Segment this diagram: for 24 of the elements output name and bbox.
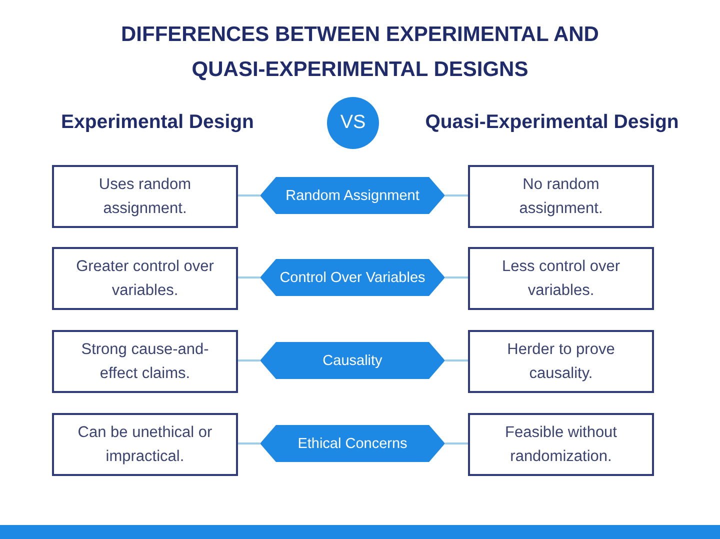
- comparison-box: Can be unethical or impractical.: [52, 413, 238, 476]
- title: DIFFERENCES BETWEEN EXPERIMENTAL AND QUASI-EXPERIMENTAL DESIGNS: [120, 22, 600, 83]
- connector-line: [238, 360, 260, 362]
- connector-line: [238, 276, 260, 278]
- connector-line: [445, 194, 468, 196]
- category-hexagon: Random Assignment: [260, 177, 445, 214]
- comparison-box: Uses random assignment.: [52, 165, 238, 228]
- comparison-box: Herder to prove causality.: [468, 330, 654, 393]
- connector-line: [238, 194, 260, 196]
- category-hexagon: Control Over Variables: [260, 259, 445, 296]
- category-hexagon: Causality: [260, 342, 445, 379]
- connector-line: [445, 442, 468, 444]
- category-hexagon: Ethical Concerns: [260, 425, 445, 462]
- connector-line: [238, 442, 260, 444]
- comparison-box: Strong cause-and-effect claims.: [52, 330, 238, 393]
- column-heading: Experimental Design: [60, 110, 255, 135]
- connector-line: [445, 360, 468, 362]
- vs-circle: VS: [327, 97, 379, 149]
- comparison-box: Feasible without randomization.: [468, 413, 654, 476]
- comparison-box: No random assignment.: [468, 165, 654, 228]
- comparison-box: Greater control over variables.: [52, 247, 238, 310]
- connector-line: [445, 276, 468, 278]
- comparison-box: Less control over variables.: [468, 247, 654, 310]
- column-heading: Quasi-Experimental Design: [424, 110, 680, 135]
